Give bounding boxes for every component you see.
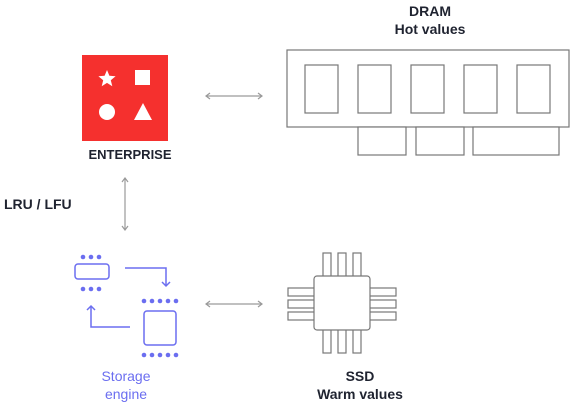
dram-module-icon [286,49,570,156]
ssd-title: SSD [345,368,375,384]
policy-label: LRU / LFU [4,196,72,212]
storage-engine-label: Storage engine [76,367,176,403]
circle-shape [99,104,115,120]
enterprise-logo-icon [82,55,168,141]
dram-label: DRAM Hot values [370,2,490,38]
double-arrow-icon [205,92,263,100]
ssd-subtitle: Warm values [317,386,403,402]
dram-title: DRAM [409,3,451,19]
storage-line1: Storage [101,368,151,384]
square-shape [135,70,150,85]
star-shape [98,70,116,87]
ssd-label: SSD Warm values [270,367,450,403]
triangle-shape [134,103,152,120]
ssd-chip-icon [287,252,397,354]
storage-engine-icon [74,263,177,346]
storage-dots [80,254,179,358]
dram-subtitle: Hot values [394,21,466,37]
double-arrow-icon [205,300,263,308]
storage-line2: engine [104,386,148,402]
vertical-double-arrow-icon [121,177,129,231]
enterprise-label: ENTERPRISE [88,147,172,162]
